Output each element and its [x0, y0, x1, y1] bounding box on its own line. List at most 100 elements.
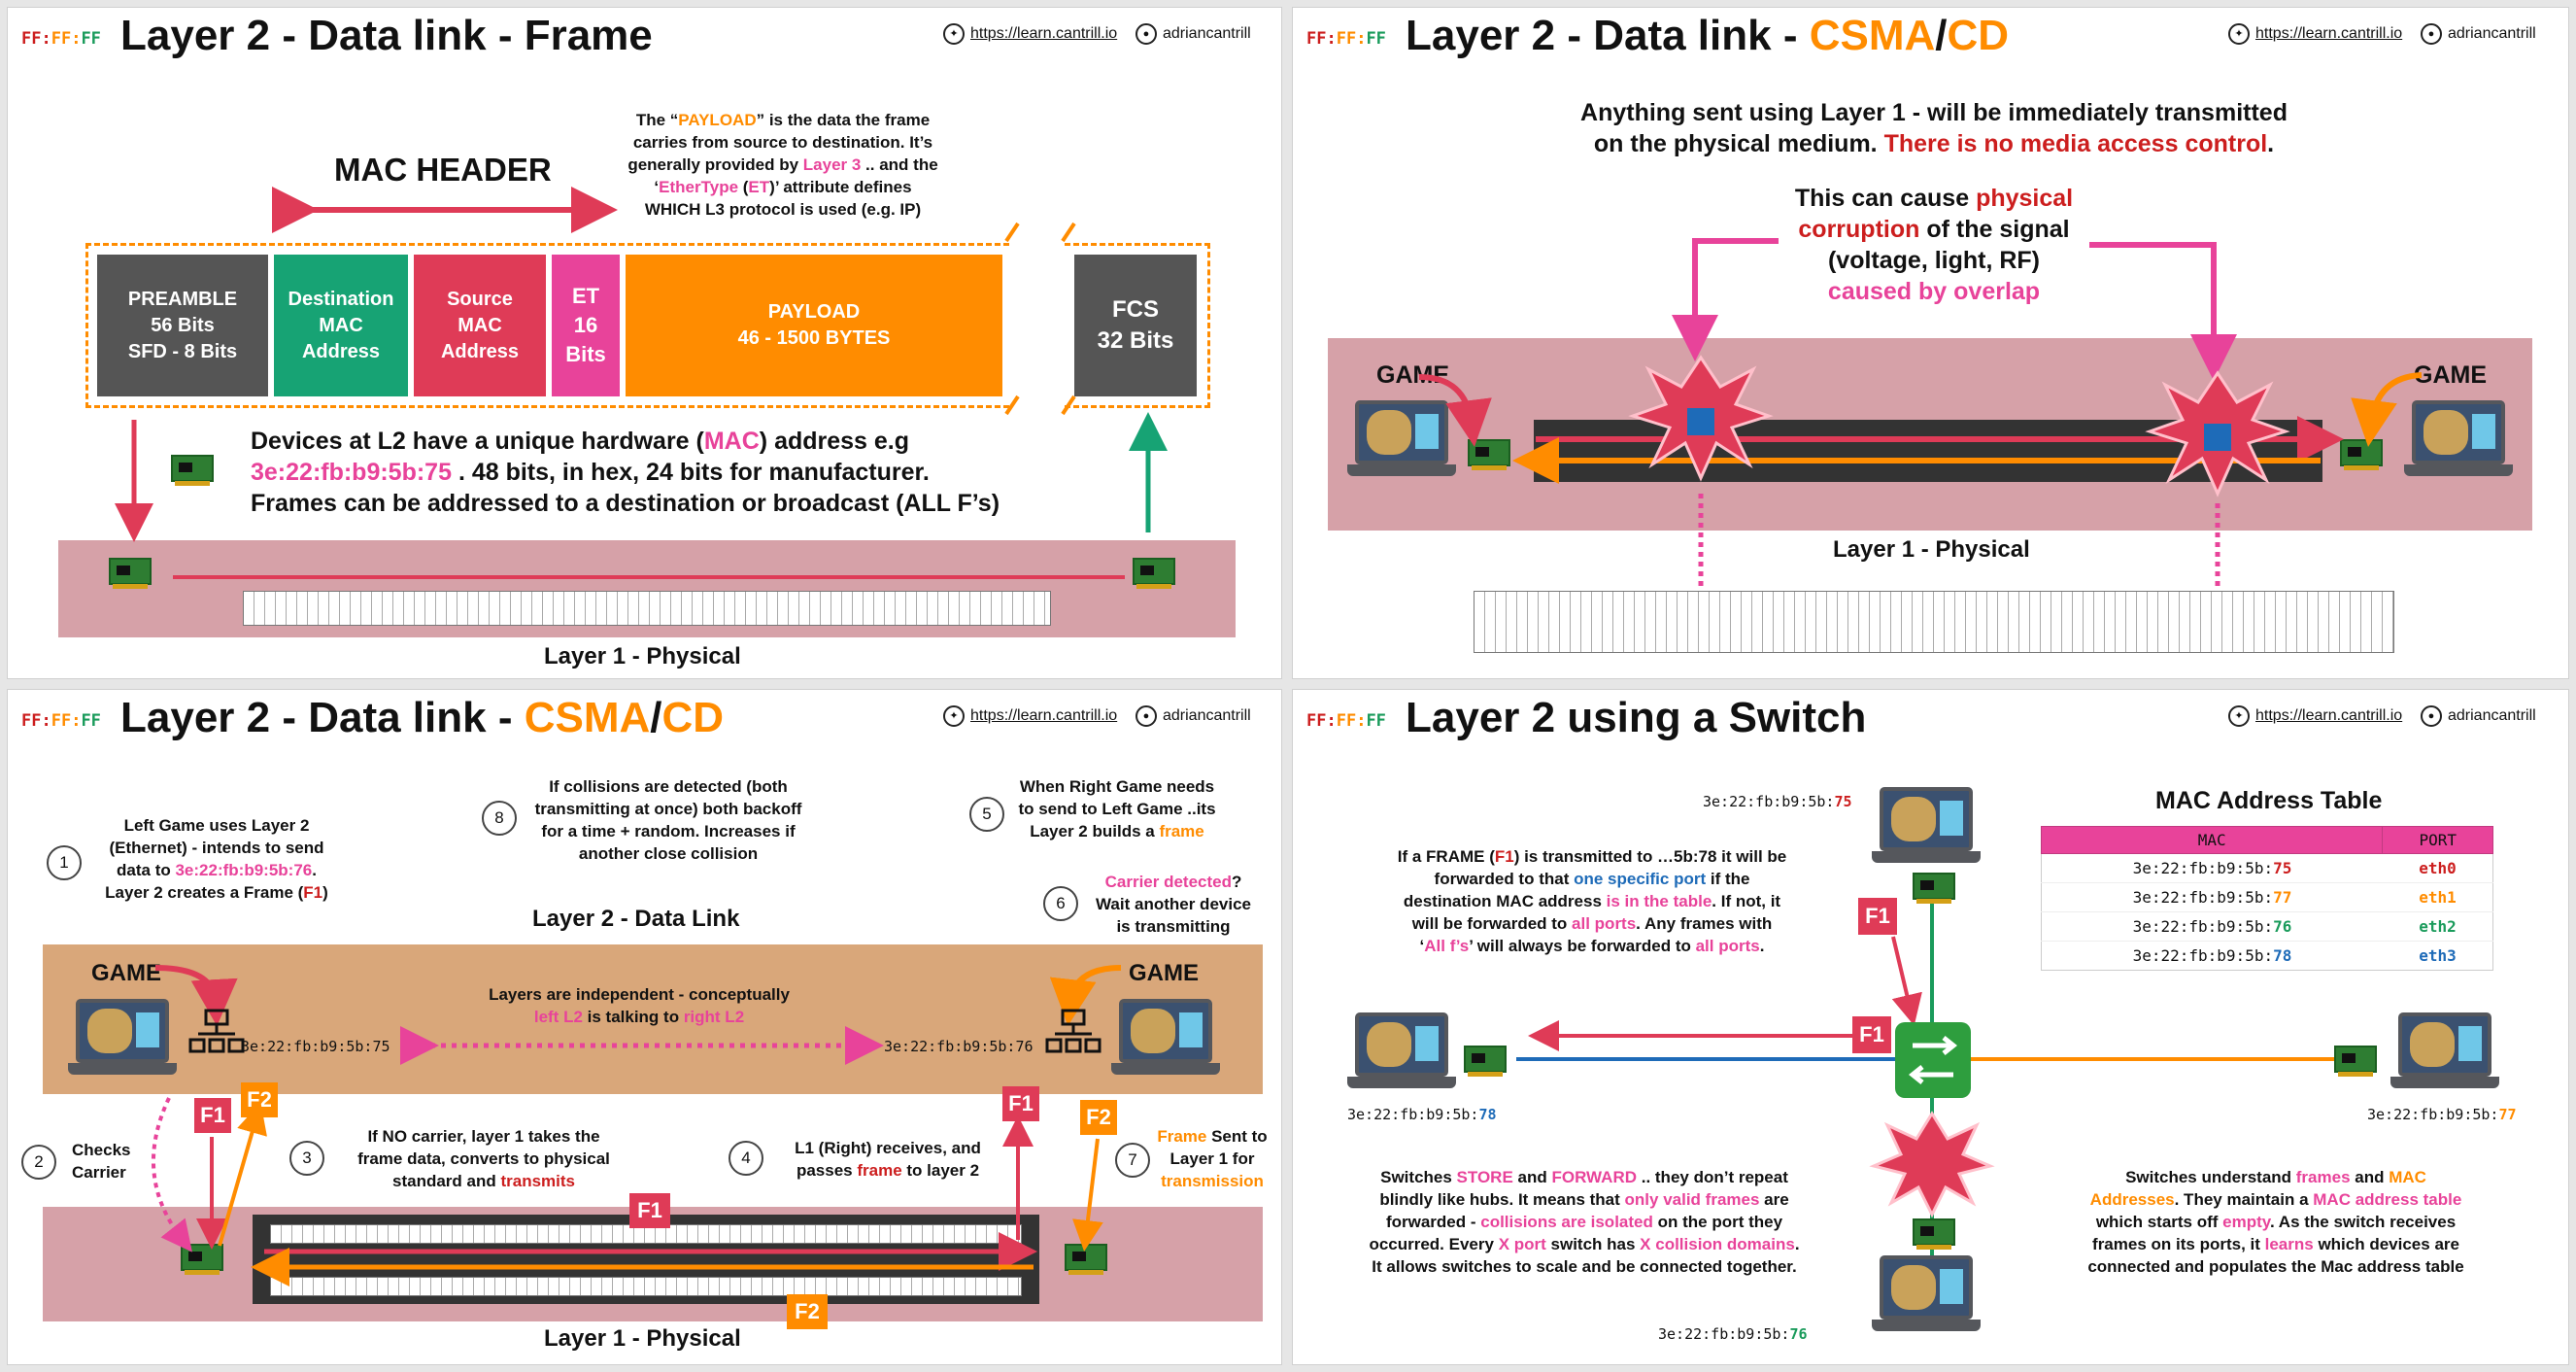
intro-text: Anything sent using Layer 1 - will be im… [1580, 99, 2288, 157]
frame-f2-medium: F2 [787, 1294, 828, 1329]
frame-f1-top: F1 [1858, 898, 1897, 935]
logo: FF:FF:FF [1306, 29, 1386, 49]
frame-f1-left: F1 [1852, 1016, 1891, 1053]
mac-top: 3e:22:fb:b9:5b:75 [1703, 793, 1852, 810]
frame-f2-right: F2 [1080, 1100, 1117, 1135]
mac-table-title: MAC Address Table [2155, 787, 2383, 814]
logo: FF:FF:FF [21, 29, 101, 49]
panel-switch: FF:FF:FF Layer 2 using a Switch ✦https:/… [1293, 690, 2568, 1364]
store-forward-note: Switches STORE and FORWARD .. they don’t… [1369, 1168, 1800, 1276]
panel-frame: FF:FF:FF Layer 2 - Data link - Frame ✦ht… [8, 8, 1281, 678]
github-icon: ● [2421, 705, 2442, 727]
compass-icon: ✦ [2228, 23, 2250, 45]
author-handle: ●adriancantrill [2421, 705, 2536, 727]
frame-outline [85, 243, 1210, 408]
step-6-badge: 6 [1043, 886, 1078, 921]
layer1-label: Layer 1 - Physical [544, 643, 741, 669]
explosion-icon [2145, 370, 2290, 497]
mac-header-label: MAC HEADER [334, 152, 552, 188]
step-4-badge: 4 [729, 1141, 763, 1176]
layer1-label: Layer 1 - Physical [544, 1325, 741, 1352]
game-right-label: GAME [1129, 960, 1199, 986]
hub-icon [188, 1009, 245, 1053]
mac-left: 3e:22:fb:b9:5b:78 [1347, 1106, 1497, 1123]
step-1-badge: 1 [47, 845, 82, 880]
panel-title: Layer 2 - Data link - CSMA/CD [1406, 12, 2010, 59]
mac-left: 3e:22:fb:b9:5b:75 [241, 1038, 390, 1055]
author-handle: ●adriancantrill [1135, 23, 1251, 45]
step-4-text: L1 (Right) receives, and passes frame to… [795, 1139, 981, 1180]
panel3-arrows [152, 965, 1122, 1286]
independence-note: Layers are independent - conceptually le… [489, 985, 790, 1026]
panel-csma-cd-collision: FF:FF:FF Layer 2 - Data link - CSMA/CD ✦… [1293, 8, 2568, 678]
hub-icon [1045, 1009, 1102, 1053]
layer1-label: Layer 1 - Physical [1833, 536, 2030, 563]
author-handle: ●adriancantrill [1135, 705, 1251, 727]
network-card-icon [109, 558, 152, 589]
laptop-icon [1872, 1255, 1981, 1335]
panel1-arrows [115, 187, 1168, 579]
devices-note: Devices at L2 have a unique hardware (MA… [251, 428, 1000, 517]
step-2-badge: 2 [21, 1145, 56, 1180]
step-8-badge: 8 [482, 801, 517, 836]
step-5-badge: 5 [969, 797, 1004, 832]
author-handle: ●adriancantrill [2421, 23, 2536, 45]
course-link[interactable]: ✦https://learn.cantrill.io [943, 705, 1117, 727]
mac-right: 3e:22:fb:b9:5b:77 [2367, 1106, 2517, 1123]
course-link[interactable]: ✦https://learn.cantrill.io [2228, 705, 2402, 727]
game-left-label: GAME [91, 960, 161, 986]
learning-note: Switches understand frames and MAC Addre… [2087, 1168, 2464, 1276]
col-mac: MAC [2040, 826, 2384, 854]
network-card-icon [1913, 1218, 1955, 1250]
laptop-icon [1872, 787, 1981, 867]
frame-f1-left: F1 [194, 1098, 231, 1133]
network-card-icon [1913, 873, 1955, 904]
layer2-label: Layer 2 - Data Link [532, 906, 740, 932]
signal-wave [243, 591, 1051, 626]
laptop-icon [1347, 1012, 1456, 1092]
panel-csma-cd-steps: FF:FF:FF Layer 2 - Data link - CSMA/CD ✦… [8, 690, 1281, 1364]
github-icon: ● [1135, 23, 1157, 45]
laptop-icon [2390, 1012, 2499, 1092]
compass-icon: ✦ [2228, 705, 2250, 727]
game-left-label: GAME [1376, 361, 1449, 389]
forwarding-note: If a FRAME (F1) is transmitted to …5b:78… [1397, 847, 1787, 955]
laptop-icon [1111, 999, 1220, 1079]
network-card-icon [1464, 1046, 1507, 1077]
game-right-label: GAME [2414, 361, 2487, 389]
mac-right: 3e:22:fb:b9:5b:76 [884, 1038, 1034, 1055]
step-3-badge: 3 [289, 1141, 324, 1176]
frame-f1-medium: F1 [629, 1193, 670, 1228]
compass-icon: ✦ [943, 705, 965, 727]
course-link[interactable]: ✦https://learn.cantrill.io [943, 23, 1117, 45]
signal-wave [1474, 591, 2394, 653]
payload-note: The “PAYLOAD” is the data the frame carr… [627, 111, 938, 219]
logo: FF:FF:FF [1306, 711, 1386, 731]
panel2-arrows [1418, 238, 2423, 587]
logo: FF:FF:FF [21, 711, 101, 731]
network-card-icon [171, 455, 214, 486]
panel-title: Layer 2 - Data link - CSMA/CD [120, 694, 725, 741]
col-port: PORT [2382, 826, 2493, 854]
laptop-icon [2404, 400, 2513, 480]
panel-title: Layer 2 - Data link - Frame [120, 12, 653, 59]
panel4-links [1516, 880, 2348, 1325]
course-link[interactable]: ✦https://learn.cantrill.io [2228, 23, 2402, 45]
explosion-icon [1869, 1111, 1995, 1218]
network-card-icon [1133, 558, 1175, 589]
